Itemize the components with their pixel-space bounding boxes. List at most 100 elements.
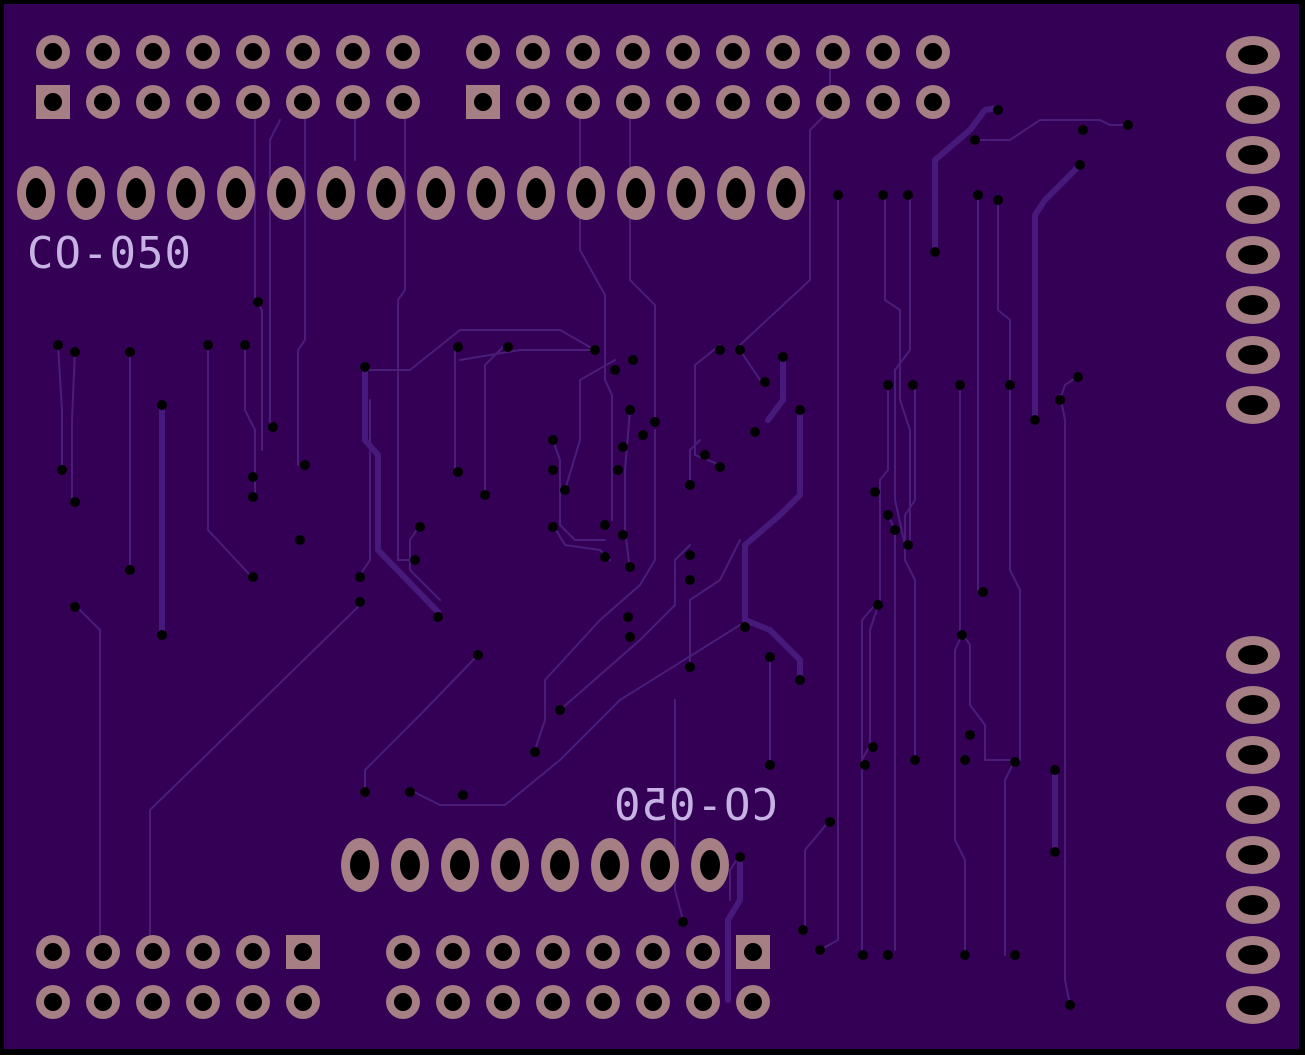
- header-pad: [486, 985, 520, 1019]
- header-pad: [36, 35, 70, 69]
- via: [548, 435, 558, 445]
- header-pad: [586, 935, 620, 969]
- oval-pad: [341, 838, 379, 892]
- via: [480, 490, 490, 500]
- oval-pad: [367, 166, 405, 220]
- via: [548, 465, 558, 475]
- oval-pad: [541, 838, 579, 892]
- header-pad: [186, 85, 220, 119]
- header-pad: [336, 85, 370, 119]
- via: [453, 467, 463, 477]
- edge-pad: [1226, 286, 1280, 324]
- via: [795, 675, 805, 685]
- via: [240, 340, 250, 350]
- via: [433, 612, 443, 622]
- via: [833, 190, 843, 200]
- via: [685, 480, 695, 490]
- oval-pad: [517, 166, 555, 220]
- header-pad: [616, 85, 650, 119]
- oval-pad: [641, 838, 679, 892]
- oval-pad: [217, 166, 255, 220]
- via: [878, 190, 888, 200]
- edge-pad: [1226, 936, 1280, 974]
- via: [70, 347, 80, 357]
- via: [530, 747, 540, 757]
- header-pad: [716, 35, 750, 69]
- via: [765, 760, 775, 770]
- via: [858, 950, 868, 960]
- via: [973, 190, 983, 200]
- via: [590, 345, 600, 355]
- header-pad: [136, 935, 170, 969]
- via: [618, 442, 628, 452]
- via: [1078, 125, 1088, 135]
- via: [248, 492, 258, 502]
- via: [970, 135, 980, 145]
- oval-pad: [691, 838, 729, 892]
- via: [268, 422, 278, 432]
- oval-pad: [167, 166, 205, 220]
- via: [360, 787, 370, 797]
- via: [903, 540, 913, 550]
- via: [993, 195, 1003, 205]
- edge-pad: [1226, 86, 1280, 124]
- header-pad: [586, 985, 620, 1019]
- via: [355, 597, 365, 607]
- via: [760, 377, 770, 387]
- header-pad: [866, 35, 900, 69]
- via: [157, 630, 167, 640]
- header-pad: [766, 35, 800, 69]
- oval-pad: [617, 166, 655, 220]
- oval-pad: [391, 838, 429, 892]
- header-pad: [336, 35, 370, 69]
- via: [625, 632, 635, 642]
- via: [295, 535, 305, 545]
- header-pad: [436, 935, 470, 969]
- via: [870, 487, 880, 497]
- via: [70, 602, 80, 612]
- header-pad: [36, 985, 70, 1019]
- header-pad: [816, 35, 850, 69]
- copper-traces: [57, 51, 1131, 1006]
- via: [908, 380, 918, 390]
- oval-pad: [491, 838, 529, 892]
- edge-pad: [1226, 336, 1280, 374]
- via: [740, 622, 750, 632]
- header-pad: [766, 85, 800, 119]
- via: [825, 817, 835, 827]
- via: [610, 365, 620, 375]
- via: [860, 760, 870, 770]
- via: [650, 417, 660, 427]
- edge-pad: [1226, 786, 1280, 824]
- header-pad: [666, 85, 700, 119]
- header-pad-pin1: [736, 935, 770, 969]
- header-pad: [466, 35, 500, 69]
- via: [765, 652, 775, 662]
- via: [795, 405, 805, 415]
- header-pad: [566, 85, 600, 119]
- via: [125, 347, 135, 357]
- edge-pad: [1226, 686, 1280, 724]
- via: [405, 787, 415, 797]
- header-pad: [566, 35, 600, 69]
- silkscreen-label-bottom-mirrored: CO-050: [613, 780, 778, 831]
- via: [1010, 757, 1020, 767]
- via: [628, 355, 638, 365]
- oval-pad: [591, 838, 629, 892]
- header-pad: [86, 85, 120, 119]
- edge-pad: [1226, 136, 1280, 174]
- via: [253, 297, 263, 307]
- via: [890, 525, 900, 535]
- via: [1073, 372, 1083, 382]
- oval-pad: [417, 166, 455, 220]
- via: [458, 790, 468, 800]
- header-pad: [136, 985, 170, 1019]
- via: [735, 345, 745, 355]
- via: [1050, 847, 1060, 857]
- pads: [17, 35, 1280, 1024]
- header-pad: [236, 985, 270, 1019]
- via: [1050, 765, 1060, 775]
- header-pad: [866, 85, 900, 119]
- header-pad: [286, 85, 320, 119]
